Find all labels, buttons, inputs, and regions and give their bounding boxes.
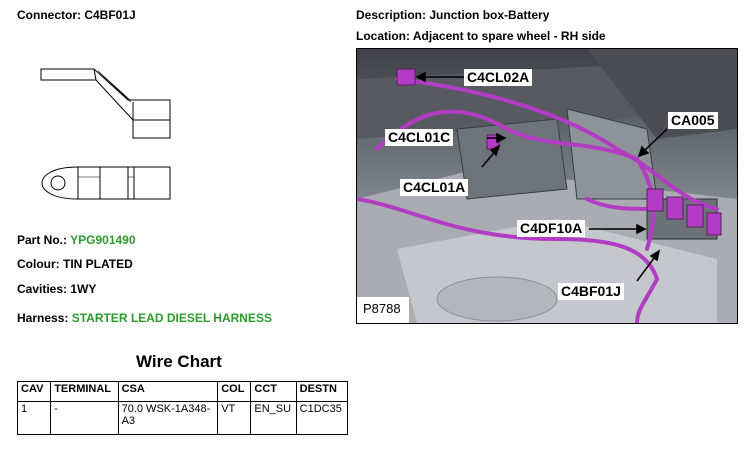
location-line: Location: Adjacent to spare wheel - RH s… <box>356 29 606 43</box>
part-no-line: Part No.: YPG901490 <box>17 233 136 247</box>
callout-c4cl01c: C4CL01C <box>385 129 454 146</box>
cavities-value: 1WY <box>70 282 97 296</box>
callout-c4cl02a: C4CL02A <box>464 69 533 86</box>
part-no-label: Part No.: <box>17 233 68 247</box>
callout-c4bf01j: C4BF01J <box>558 283 624 300</box>
cell-csa: 70.0 WSK-1A348-A3 <box>117 401 219 435</box>
cell-col: VT <box>217 401 252 435</box>
colour-label: Colour: <box>17 257 60 271</box>
description-label: Description: <box>356 8 427 22</box>
part-no-value: YPG901490 <box>70 233 136 247</box>
connector-label: Connector: <box>17 8 81 22</box>
callout-c4cl01a: C4CL01A <box>400 179 469 196</box>
col-header-cct: CCT <box>250 381 297 402</box>
cavities-line: Cavities: 1WY <box>17 282 96 296</box>
callout-c4df10a: C4DF10A <box>517 220 586 237</box>
harness-label: Harness: <box>17 311 69 325</box>
photo-id-label: P8788 <box>363 301 401 316</box>
location-photo: C4CL02A CA005 C4CL01C C4CL01A C4DF10A C4… <box>356 48 738 324</box>
connector-drawing <box>40 68 171 200</box>
colour-value: TIN PLATED <box>63 257 133 271</box>
col-header-cav: CAV <box>16 381 52 402</box>
wire-chart-table: CAV TERMINAL CSA COL CCT DESTN 1 - 70.0 … <box>16 381 349 435</box>
cell-cct: EN_SU <box>250 401 297 435</box>
callout-ca005: CA005 <box>668 112 718 129</box>
col-header-terminal: TERMINAL <box>50 381 119 402</box>
location-label: Location: <box>356 29 410 43</box>
cell-cav: 1 <box>16 401 52 435</box>
colour-line: Colour: TIN PLATED <box>17 257 133 271</box>
table-header-row: CAV TERMINAL CSA COL CCT DESTN <box>16 381 349 402</box>
cell-terminal: - <box>50 401 119 435</box>
harness-line: Harness: STARTER LEAD DIESEL HARNESS <box>17 311 272 325</box>
description-value: Junction box-Battery <box>429 8 550 22</box>
cell-destn: C1DC35 <box>295 401 349 435</box>
harness-value: STARTER LEAD DIESEL HARNESS <box>71 311 272 325</box>
description-line: Description: Junction box-Battery <box>356 8 549 22</box>
col-header-col: COL <box>217 381 252 402</box>
connector-value: C4BF01J <box>84 8 136 22</box>
wire-chart-title: Wire Chart <box>136 352 222 371</box>
table-row: 1 - 70.0 WSK-1A348-A3 VT EN_SU C1DC35 <box>16 401 349 435</box>
photo-illustration <box>357 49 737 323</box>
cavities-label: Cavities: <box>17 282 68 296</box>
connector-line: Connector: C4BF01J <box>17 8 136 22</box>
col-header-destn: DESTN <box>295 381 349 402</box>
col-header-csa: CSA <box>117 381 219 402</box>
location-value: Adjacent to spare wheel - RH side <box>412 29 606 43</box>
